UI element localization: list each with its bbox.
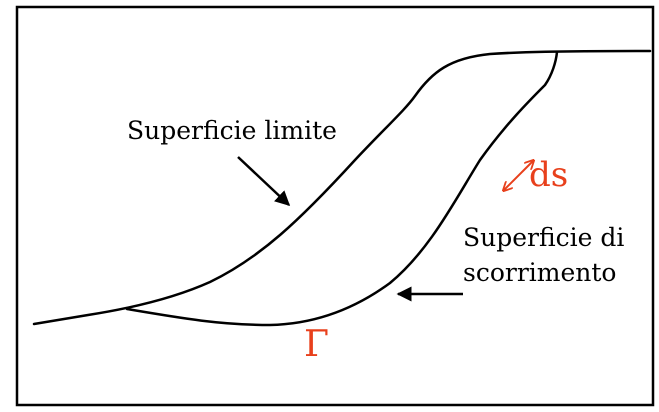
boundary-pointer-arrow [237,156,291,207]
diagram-frame [15,5,655,407]
gamma-label: Γ [304,324,329,365]
slip-surface-label-line1: Superficie di [463,223,624,252]
boundary-surface-curve [32,49,652,326]
slip-surface-curve [125,50,559,327]
slip-surface-label-line2: scorrimento [463,258,616,287]
ds-label: ds [529,155,568,195]
boundary-surface-label: Superficie limite [127,116,337,145]
ds-arrow-icon [504,161,533,190]
